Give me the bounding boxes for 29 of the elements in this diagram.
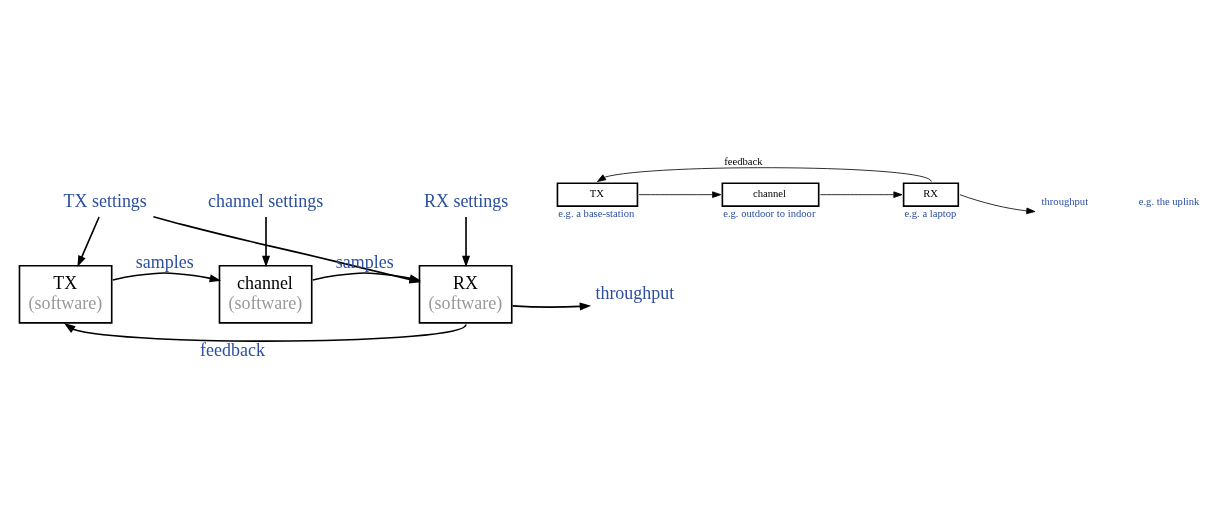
edge-label: feedback [200, 339, 265, 360]
node-text: throughput [1041, 195, 1089, 207]
node-box: RX [902, 181, 960, 207]
node-box: channel (software) [218, 264, 313, 324]
node-label: e.g. outdoor to indoor [723, 207, 816, 219]
label: e.g. the uplink [1138, 195, 1200, 207]
arrow [959, 193, 1036, 214]
arrow [77, 215, 100, 267]
arrow [511, 301, 592, 310]
node-box: TX (software) [18, 264, 113, 324]
node-text: throughput [595, 282, 675, 303]
arrow [819, 190, 903, 198]
node-box: RX (software) [418, 264, 513, 324]
node-label: e.g. a base-station [558, 207, 635, 219]
edge-label: samples [135, 251, 194, 272]
arrow [638, 190, 722, 198]
edge-label: samples [335, 251, 394, 272]
arrow [262, 215, 270, 267]
node-text: RX settings [423, 190, 509, 211]
edge-label: feedback [724, 155, 763, 167]
node-box: TX [556, 181, 639, 207]
node-box: channel [721, 181, 820, 207]
arrow [112, 271, 222, 282]
arrow [462, 215, 471, 267]
node-text: channel settings [208, 190, 324, 211]
node-label: e.g. a laptop [904, 207, 957, 219]
arrow [597, 166, 932, 182]
node-text: TX settings [63, 190, 147, 211]
arrow [63, 322, 467, 342]
